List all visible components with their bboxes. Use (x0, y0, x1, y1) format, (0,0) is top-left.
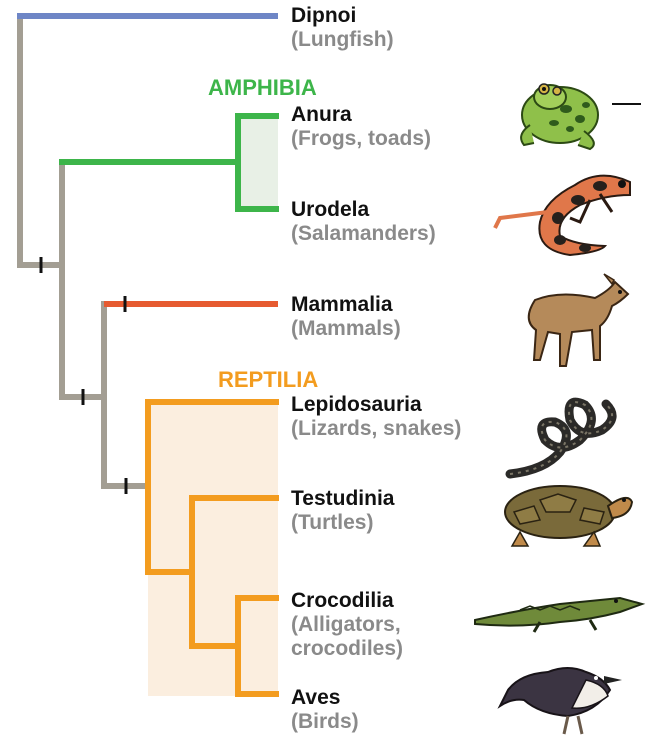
taxon-common-name: (Turtles) (291, 511, 394, 535)
taxon-name: Anura (291, 103, 431, 127)
taxon-common-name: (Lungfish) (291, 28, 394, 52)
taxon-name: Crocodilia (291, 589, 403, 613)
deer-icon (529, 274, 628, 366)
taxon-name: Urodela (291, 198, 436, 222)
frog-icon (521, 84, 598, 149)
reptilia-label: REPTILIA (218, 367, 318, 393)
taxon-common-name: (Frogs, toads) (291, 127, 431, 151)
bird-icon (500, 668, 622, 734)
amphibia-label: AMPHIBIA (208, 75, 317, 101)
taxon-name: Testudinia (291, 487, 394, 511)
reptilia-shading (148, 402, 278, 696)
salamander-icon (495, 176, 630, 255)
taxon-label-testudinia: Testudinia (Turtles) (291, 487, 394, 535)
trunk-branches (20, 16, 148, 486)
taxon-label-crocodilia: Crocodilia (Alligators, crocodiles) (291, 589, 403, 661)
taxon-common-name: (Salamanders) (291, 222, 436, 246)
taxon-name: Lepidosauria (291, 393, 461, 417)
character-ticks (41, 257, 126, 494)
taxon-common-name: (Mammals) (291, 317, 401, 341)
taxon-label-urodela: Urodela (Salamanders) (291, 198, 436, 246)
taxon-name: Dipnoi (291, 4, 394, 28)
taxon-common-name: (Alligators, crocodiles) (291, 613, 403, 661)
crocodile-icon (475, 598, 642, 632)
taxon-label-mammalia: Mammalia (Mammals) (291, 293, 401, 341)
snake-icon (510, 402, 612, 474)
taxon-common-name: (Lizards, snakes) (291, 417, 461, 441)
taxon-label-dipnoi: Dipnoi (Lungfish) (291, 4, 394, 52)
taxon-label-anura: Anura (Frogs, toads) (291, 103, 431, 151)
taxon-common-name: (Birds) (291, 710, 359, 734)
taxon-name: Mammalia (291, 293, 401, 317)
taxon-label-lepidosauria: Lepidosauria (Lizards, snakes) (291, 393, 461, 441)
taxon-label-aves: Aves (Birds) (291, 686, 359, 734)
taxon-name: Aves (291, 686, 359, 710)
amphibia-shading (238, 116, 278, 209)
turtle-icon (505, 486, 632, 546)
